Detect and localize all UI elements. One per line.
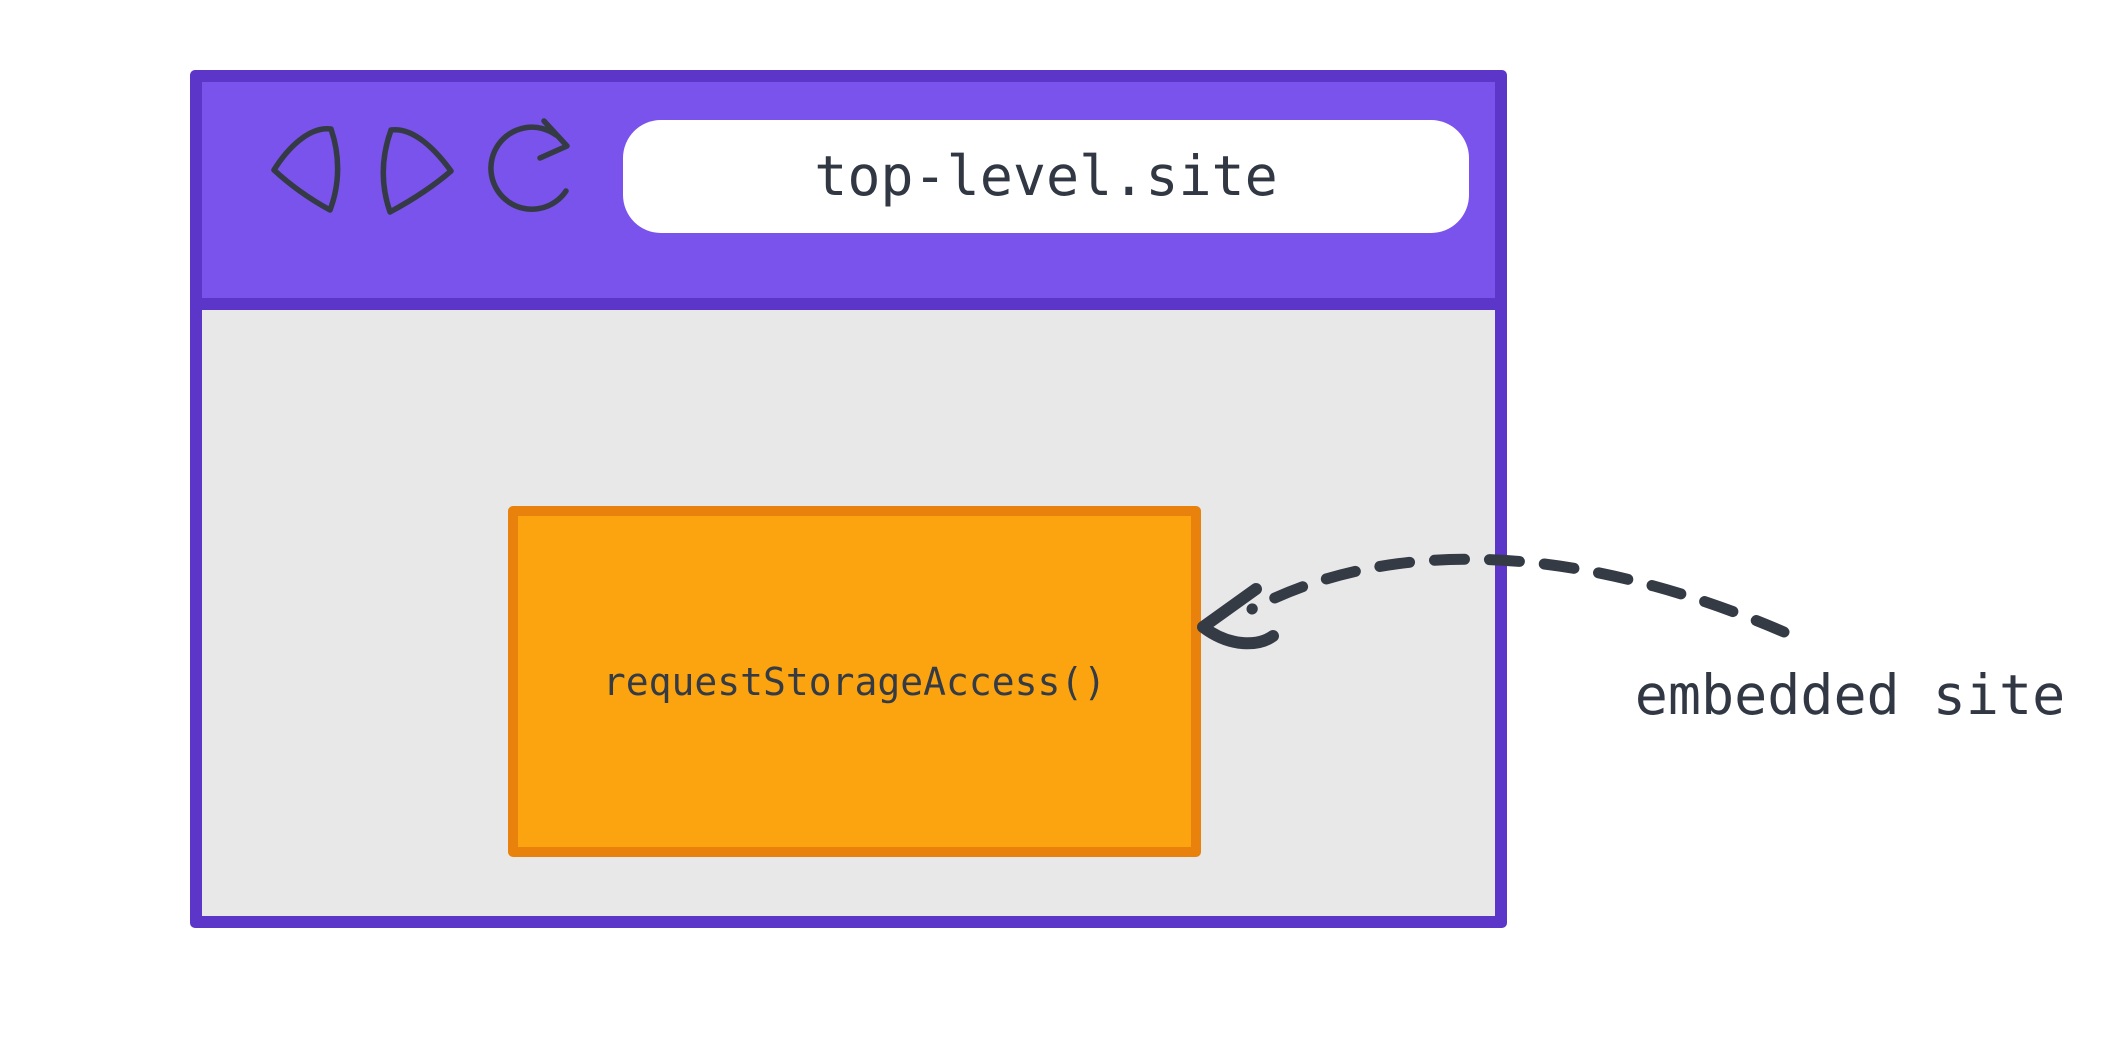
browser-content-area: requestStorageAccess() [202, 310, 1495, 916]
address-bar[interactable]: top-level.site [623, 120, 1469, 233]
back-icon[interactable] [271, 126, 341, 213]
annotation-label: embedded site [1634, 663, 2066, 727]
embedded-frame[interactable]: requestStorageAccess() [508, 506, 1201, 857]
embedded-frame-label: requestStorageAccess() [602, 659, 1107, 704]
arrowhead-icon [1197, 583, 1279, 650]
dashed-annotation-arrow [1197, 553, 1790, 650]
reload-icon[interactable] [488, 118, 570, 212]
forward-icon[interactable] [380, 127, 454, 215]
